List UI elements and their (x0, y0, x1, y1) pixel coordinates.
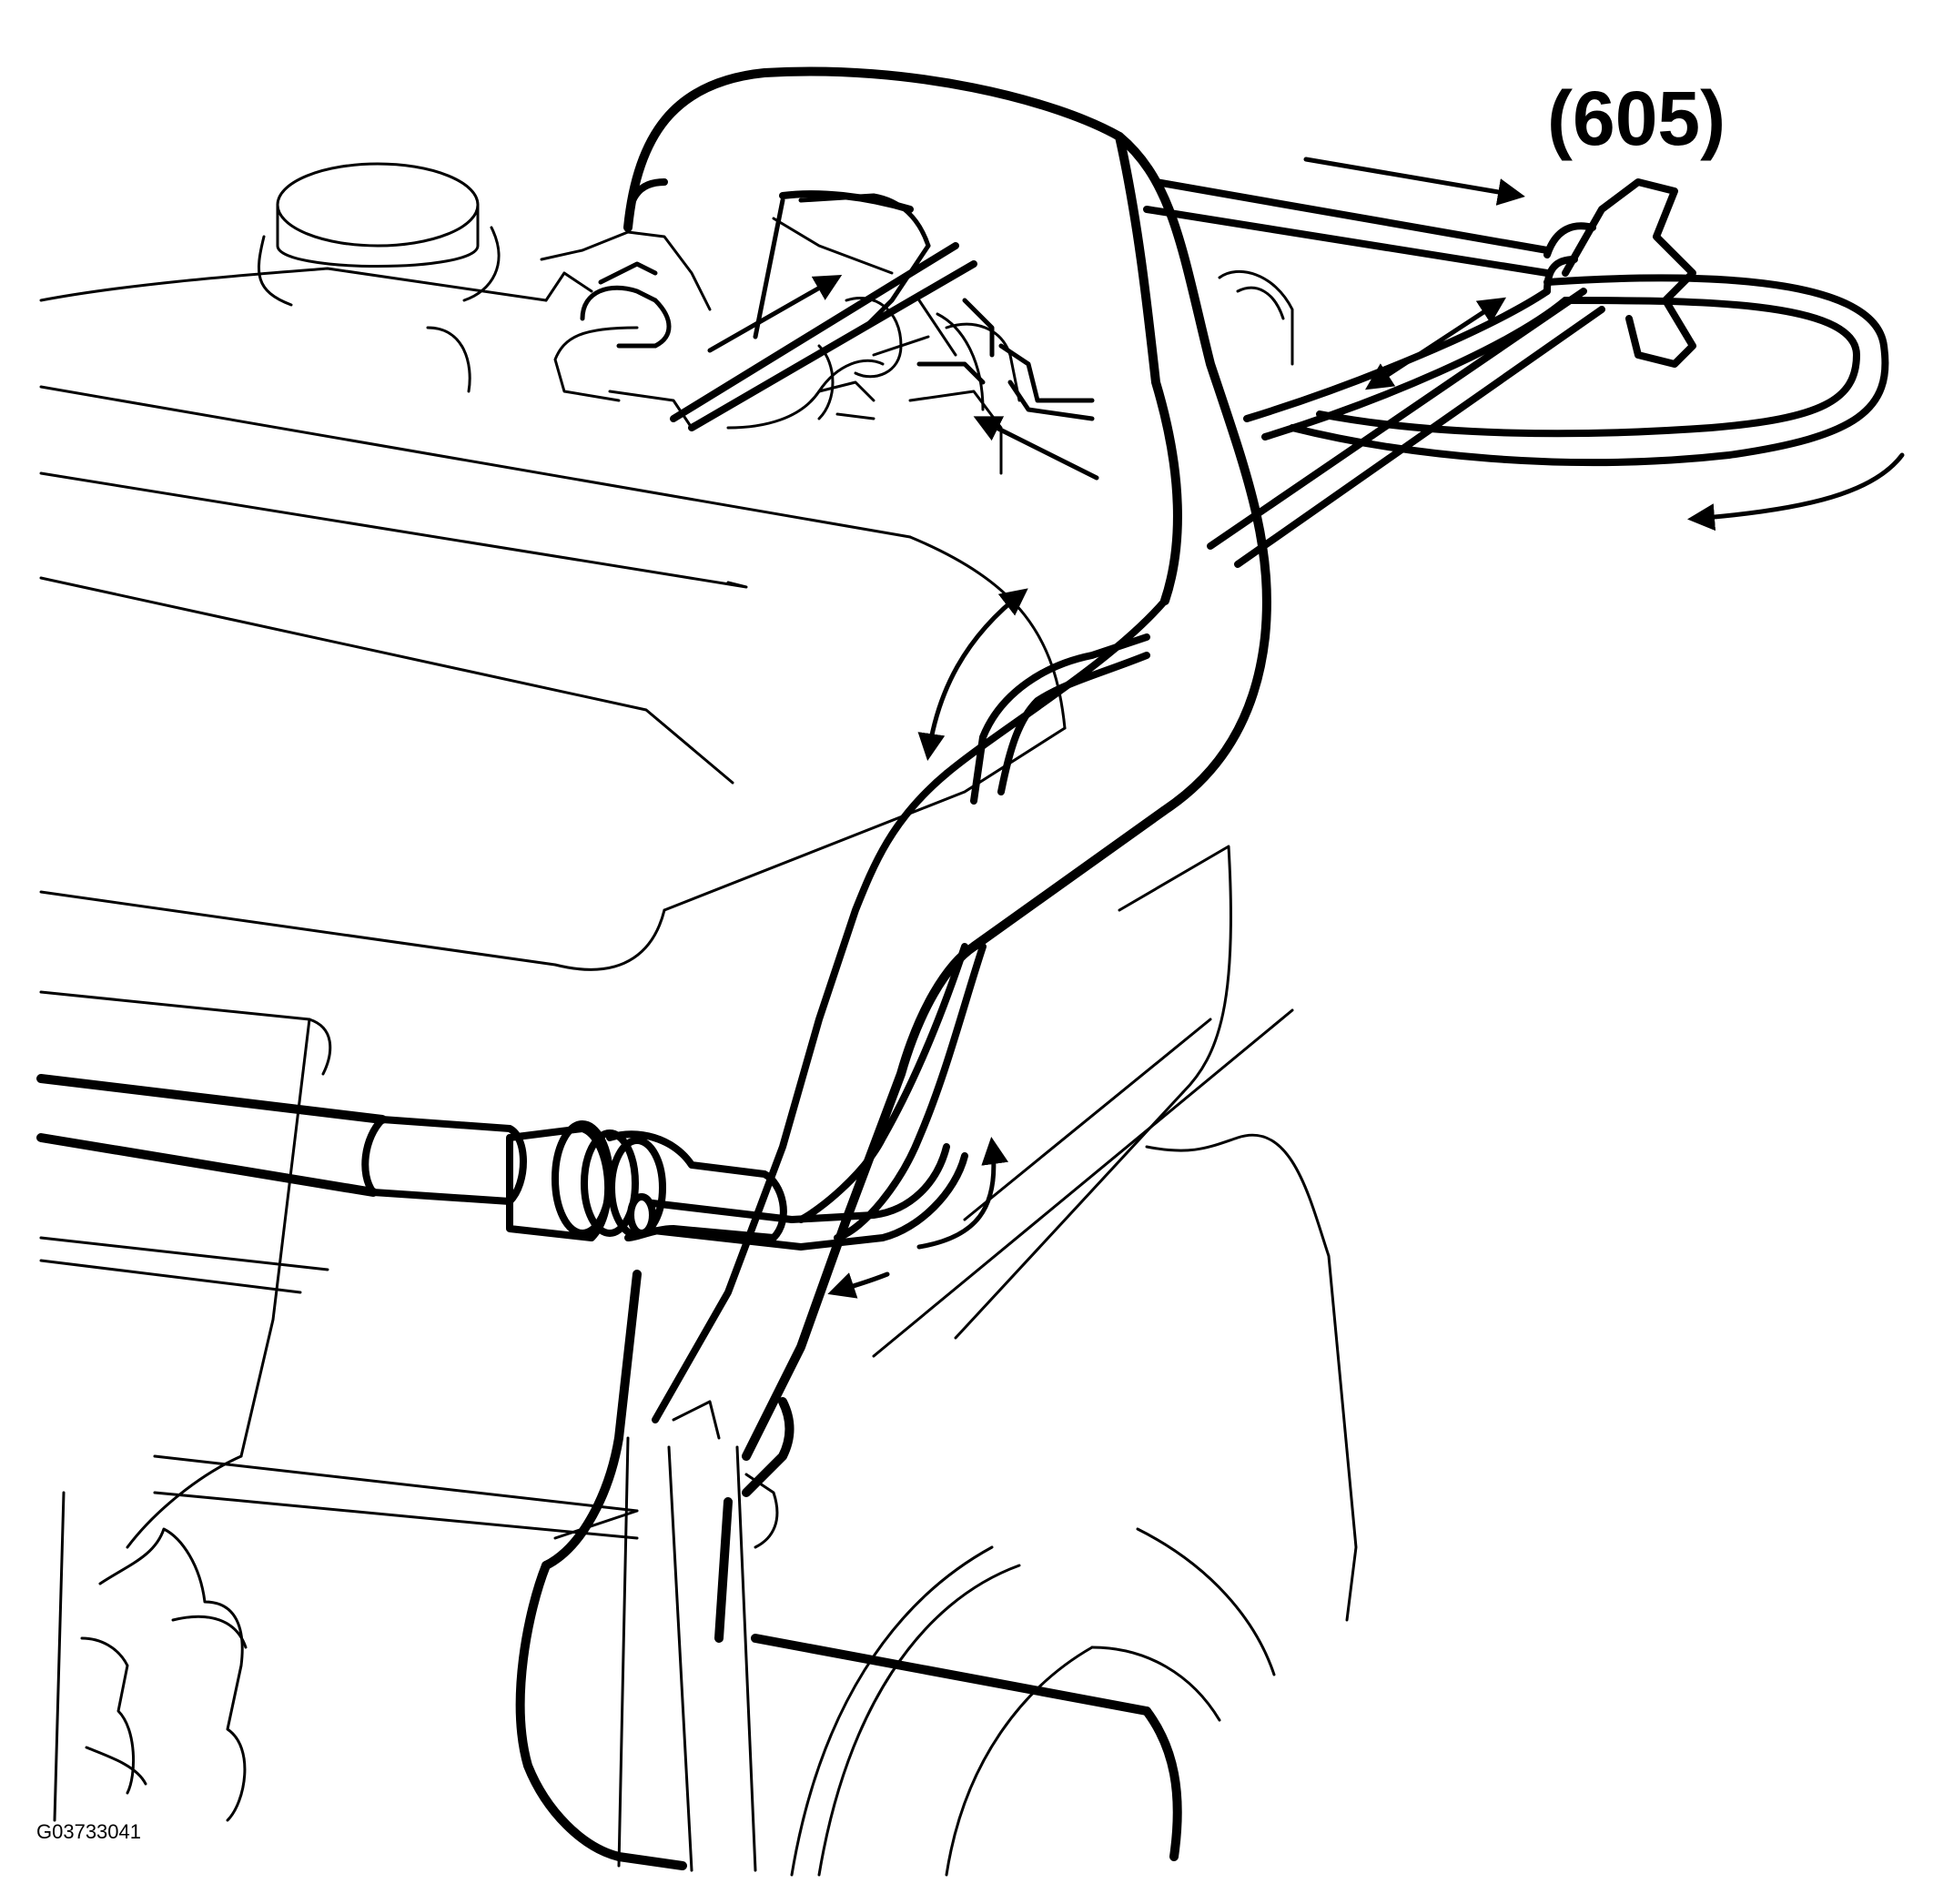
flow-direction-arrows (707, 157, 1905, 1299)
direction-arrow-icon (707, 275, 843, 353)
main-hose (623, 66, 1271, 1461)
double-headed-arrow-icon (917, 588, 1028, 761)
direction-arrow-icon (1687, 452, 1905, 532)
direction-arrow-icon (827, 1271, 890, 1299)
direction-arrow-icon (1303, 157, 1525, 206)
reservoir-cap (258, 162, 501, 393)
double-headed-arrow-icon (1364, 297, 1507, 390)
mid-pipe (797, 633, 1150, 1241)
upper-pipe (580, 178, 1095, 431)
figure-id: G03733041 (36, 1820, 141, 1843)
engine-mount-bracket (53, 1491, 248, 1822)
upper-fittings (540, 217, 1294, 475)
lower-pipe-union (36, 1074, 968, 1251)
direction-arrow-icon (973, 416, 1099, 481)
callout-label: (605) (1547, 76, 1726, 161)
lower-return-hose (515, 1270, 1182, 1872)
direction-arrow-icon (916, 1137, 1009, 1250)
